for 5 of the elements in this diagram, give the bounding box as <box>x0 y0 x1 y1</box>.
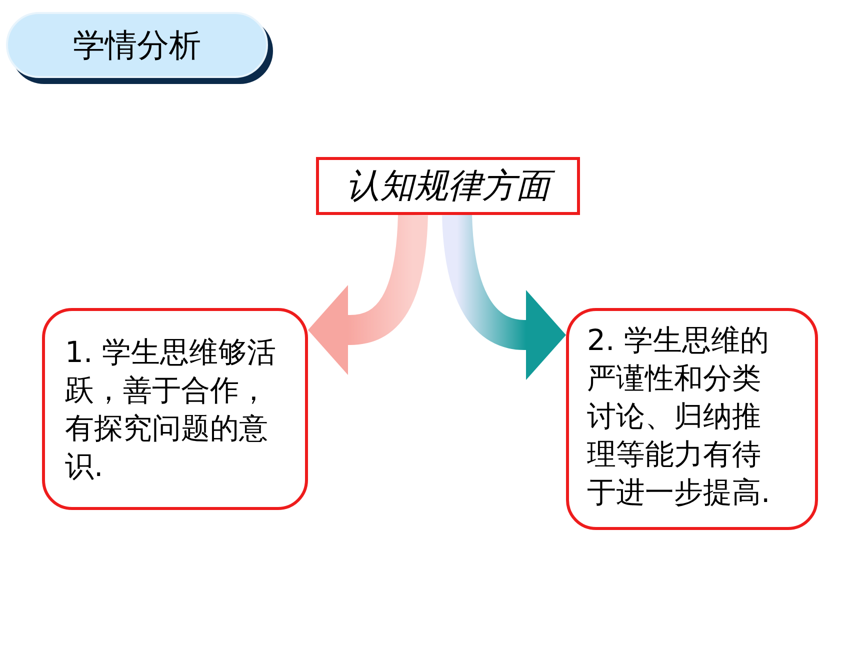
text-box: 2. 学生思维的严谨性和分类讨论、归纳推理等能力有待于进一步提高. <box>566 308 818 530</box>
text-box: 1. 学生思维够活跃，善于合作，有探究问题的意识. <box>42 308 308 510</box>
curved-arrow <box>308 214 428 375</box>
heading-box: 认知规律方面 <box>316 157 580 215</box>
curved-arrow <box>442 214 566 380</box>
